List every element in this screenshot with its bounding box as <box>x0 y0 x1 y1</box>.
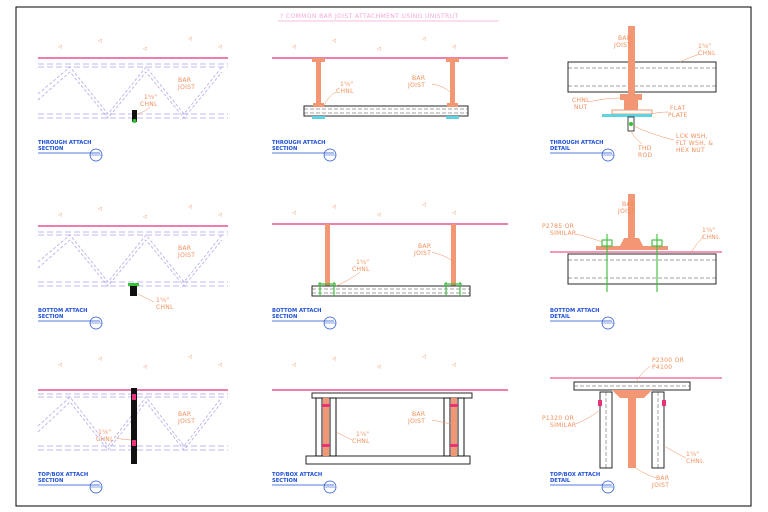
svg-text:CHNL: CHNL <box>336 88 354 95</box>
view-bottom-section: BAR JOIST 1⅝" CHNL BOTTOM ATTACH SECTION <box>37 204 228 330</box>
svg-text:P2300 OR: P2300 OR <box>652 357 684 364</box>
svg-text:FLT WSH, &: FLT WSH, & <box>676 140 713 147</box>
svg-text:JOIST: JOIST <box>177 418 195 425</box>
view-topbox-detail: P2300 OR P4100 P1320 OR SIMILAR 1⅝" CHNL… <box>542 357 722 494</box>
svg-text:PLATE: PLATE <box>668 112 688 119</box>
svg-text:HEX NUT: HEX NUT <box>676 147 705 154</box>
sheet-border <box>15 6 752 507</box>
svg-text:NUT: NUT <box>574 104 587 111</box>
svg-text:SIMILAR: SIMILAR <box>550 230 576 237</box>
svg-text:DETAIL: DETAIL <box>550 314 571 320</box>
svg-text:CHNL: CHNL <box>686 458 704 465</box>
callout-bar-joist-1: BAR <box>178 77 191 84</box>
callout-chnl-1: 1⅝" <box>144 94 157 101</box>
svg-text:BAR: BAR <box>178 411 191 418</box>
svg-text:P1320 OR: P1320 OR <box>542 415 574 422</box>
view-through-detail: BAR JOIST 1⅝" CHNL CHNL NUT FLAT PLATE L… <box>549 26 717 162</box>
svg-text:1⅝": 1⅝" <box>156 297 169 304</box>
svg-text:ROD: ROD <box>638 152 652 159</box>
svg-text:BAR: BAR <box>622 201 635 208</box>
svg-text:TOP/BOX ATTACH: TOP/BOX ATTACH <box>38 472 88 478</box>
svg-text:JOIST: JOIST <box>407 418 425 425</box>
svg-text:BOTTOM ATTACH: BOTTOM ATTACH <box>38 308 88 314</box>
svg-text:DETAIL: DETAIL <box>550 146 571 152</box>
svg-text:JOIST: JOIST <box>617 208 635 215</box>
svg-text:1⅝": 1⅝" <box>702 227 715 234</box>
svg-text:THD: THD <box>637 145 652 152</box>
svg-text:1⅝": 1⅝" <box>686 451 699 458</box>
sheet-title: ? COMMON BAR JOIST ATTACHMENT USING UNIS… <box>280 13 459 20</box>
view-title-line1: THROUGH ATTACH <box>38 140 91 146</box>
svg-text:CHNL: CHNL <box>352 266 370 273</box>
svg-text:P2785 OR: P2785 OR <box>542 223 574 230</box>
svg-text:SECTION: SECTION <box>272 146 297 152</box>
svg-text:CHNL: CHNL <box>352 438 370 445</box>
svg-text:1⅝": 1⅝" <box>698 43 711 50</box>
svg-text:JOIST: JOIST <box>651 482 669 489</box>
svg-text:BAR: BAR <box>412 75 425 82</box>
svg-text:BAR: BAR <box>418 243 431 250</box>
svg-text:DETAIL: DETAIL <box>550 478 571 484</box>
svg-text:TOP/BOX ATTACH: TOP/BOX ATTACH <box>550 472 600 478</box>
svg-text:SIMILAR: SIMILAR <box>550 422 576 429</box>
svg-text:CHNL: CHNL <box>96 436 114 443</box>
svg-text:1⅝": 1⅝" <box>356 259 369 266</box>
svg-text:CHNL: CHNL <box>156 304 174 311</box>
svg-text:1⅝": 1⅝" <box>356 431 369 438</box>
svg-text:JOIST: JOIST <box>177 252 195 259</box>
svg-text:JOIST: JOIST <box>613 42 631 49</box>
svg-text:CHNL: CHNL <box>572 97 590 104</box>
svg-text:BAR: BAR <box>618 35 631 42</box>
view-topbox-section: BAR JOIST 1⅝" CHNL TOP/BOX ATTACH SECTIO… <box>37 354 228 494</box>
svg-text:TOP/BOX ATTACH: TOP/BOX ATTACH <box>272 472 322 478</box>
svg-text:CHNL: CHNL <box>702 234 720 241</box>
svg-text:P4100: P4100 <box>652 364 672 371</box>
svg-text:JOIST: JOIST <box>177 84 195 91</box>
view-through-section: BAR JOIST 1⅝" CHNL THROUGH ATTACH SECTIO… <box>37 36 228 162</box>
svg-text:JOIST: JOIST <box>407 82 425 89</box>
svg-text:JOIST: JOIST <box>413 250 431 257</box>
svg-text:LCK WSH,: LCK WSH, <box>676 133 708 140</box>
view-title-line2: SECTION <box>38 146 63 152</box>
view-bottom-detail: BAR JOIST P2785 OR SIMILAR 1⅝" CHNL BOTT… <box>542 194 722 330</box>
view-through-section-2: 1⅝" CHNL BAR JOIST THROUGH ATTACH SECTIO… <box>271 36 508 162</box>
svg-text:FLAT: FLAT <box>670 105 685 112</box>
view-bottom-section-2: BAR JOIST 1⅝" CHNL BOTTOM ATTACH SECTION <box>271 202 508 330</box>
svg-text:THROUGH ATTACH: THROUGH ATTACH <box>272 140 325 146</box>
svg-text:BAR: BAR <box>656 475 669 482</box>
svg-text:BOTTOM ATTACH: BOTTOM ATTACH <box>550 308 600 314</box>
svg-text:SECTION: SECTION <box>38 314 63 320</box>
svg-text:CHNL: CHNL <box>140 101 158 108</box>
svg-text:THROUGH ATTACH: THROUGH ATTACH <box>550 140 603 146</box>
svg-text:SECTION: SECTION <box>38 478 63 484</box>
svg-text:CHNL: CHNL <box>698 50 716 57</box>
svg-text:BAR: BAR <box>178 245 191 252</box>
svg-text:BAR: BAR <box>412 411 425 418</box>
svg-text:1⅝": 1⅝" <box>98 429 111 436</box>
svg-text:1⅝": 1⅝" <box>340 81 353 88</box>
svg-text:BOTTOM ATTACH: BOTTOM ATTACH <box>272 308 322 314</box>
view-topbox-section-2: BAR JOIST 1⅝" CHNL TOP/BOX ATTACH SECTIO… <box>271 354 508 494</box>
svg-text:SECTION: SECTION <box>272 314 297 320</box>
svg-text:SECTION: SECTION <box>272 478 297 484</box>
